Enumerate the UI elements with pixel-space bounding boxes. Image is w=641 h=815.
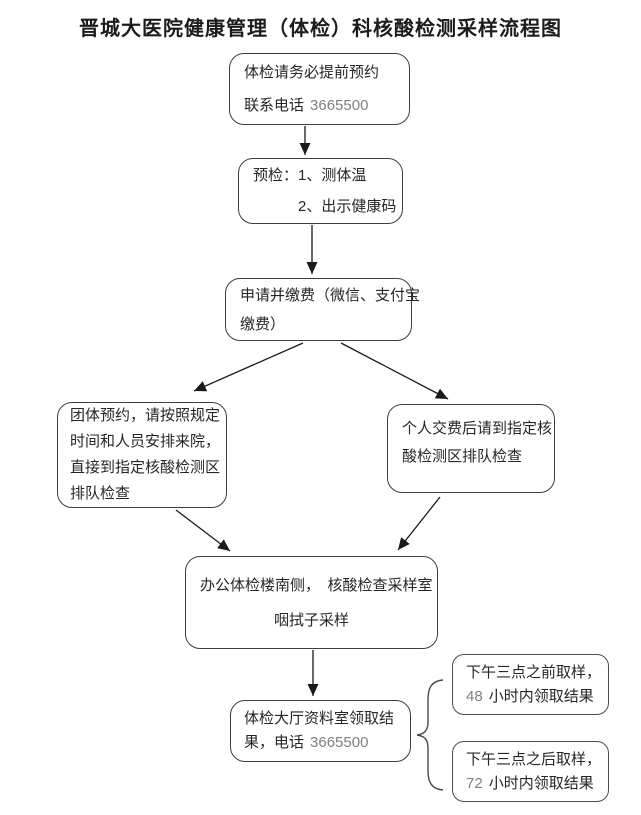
note-after-3pm: 下午三点之后取样， 72 小时内领取结果 — [452, 741, 609, 802]
node-precheck: 预检：1、测体温 2、出示健康码 — [238, 158, 403, 224]
note-before-line2: 48 小时内领取结果 — [466, 685, 595, 709]
page-title: 晋城大医院健康管理（体检）科核酸检测采样流程图 — [79, 18, 562, 40]
node-appointment: 体检请务必提前预约 联系电话 3665500 — [229, 53, 410, 125]
phone-label: 联系电话 — [244, 97, 305, 114]
precheck-line2: 2、出示健康码 — [298, 198, 397, 215]
individual-line2: 酸检测区排队检查 — [402, 448, 523, 465]
arrow-group-to-sampling — [175, 509, 231, 552]
note-after-line2-suffix: 小时内领取结果 — [488, 774, 594, 792]
note-after-line1: 下午三点之后取样， — [466, 750, 602, 768]
hours-value: 48 — [466, 687, 483, 705]
note-before-line2-suffix: 小时内领取结果 — [488, 687, 594, 705]
individual-line1: 个人交费后请到指定核 — [402, 420, 553, 437]
note-after-line2: 72 小时内领取结果 — [466, 772, 595, 796]
result-line2: 果，电话 3665500 — [244, 731, 397, 755]
node-individual-payment: 个人交费后请到指定核 酸检测区排队检查 — [387, 404, 555, 493]
node-payment: 申请并缴费（微信、支付宝 缴费） — [225, 278, 421, 341]
result-line2-prefix: 果，电话 — [244, 734, 305, 751]
precheck-line1: 预检：1、测体温 — [253, 167, 367, 184]
arrow-payment-to-individual — [340, 342, 449, 400]
appointment-line1: 体检请务必提前预约 — [244, 64, 380, 81]
node-group-appointment: 团体预约，请按照规定 时间和人员安排来院， 直接到指定核酸检测区 排队检查 — [57, 402, 227, 508]
note-before-3pm: 下午三点之前取样， 48 小时内领取结果 — [452, 654, 609, 715]
arrow-payment-to-group — [193, 342, 304, 392]
note-before-line1: 下午三点之前取样， — [466, 663, 602, 681]
phone-number: 3665500 — [310, 97, 369, 114]
group-line2: 时间和人员安排来院， — [70, 433, 221, 450]
group-line4: 排队检查 — [70, 485, 131, 502]
payment-line2: 缴费） — [240, 315, 286, 333]
group-line3: 直接到指定核酸检测区 — [70, 459, 221, 476]
sampling-line1: 办公体检楼南侧， 核酸检查采样室 — [200, 576, 433, 594]
result-line1: 体检大厅资料室领取结 — [244, 710, 395, 727]
sampling-line2: 咽拭子采样 — [273, 611, 349, 629]
arrow-individual-to-sampling — [397, 496, 441, 551]
node-result-pickup: 体检大厅资料室领取结 果，电话 3665500 — [230, 700, 411, 762]
brace — [416, 679, 444, 791]
appointment-line2: 联系电话 3665500 — [244, 89, 395, 122]
payment-line1: 申请并缴费（微信、支付宝 — [240, 286, 421, 304]
group-line1: 团体预约，请按照规定 — [70, 407, 221, 424]
node-sampling-room: 办公体检楼南侧， 核酸检查采样室 咽拭子采样 — [185, 556, 438, 649]
hours-value: 72 — [466, 774, 483, 792]
phone-number: 3665500 — [310, 734, 369, 751]
